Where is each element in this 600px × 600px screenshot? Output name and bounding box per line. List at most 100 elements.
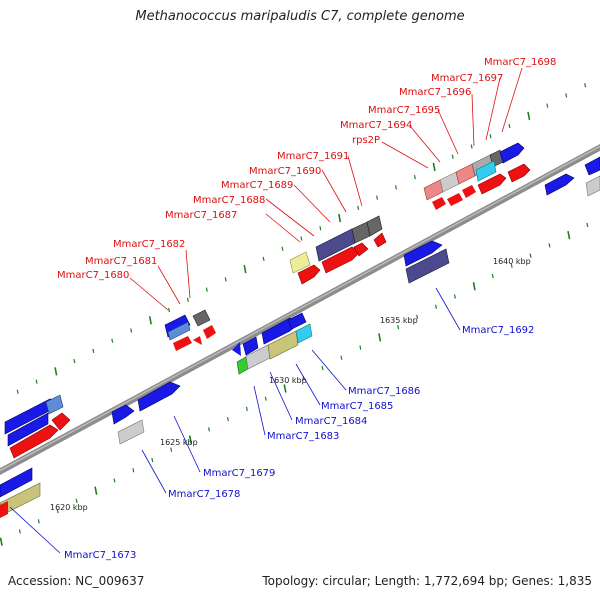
gene-red-1688[interactable]: [297, 264, 321, 285]
gene-blue-arrow-1683[interactable]: [232, 342, 241, 356]
scale-tick: [397, 325, 400, 330]
scale-tick: [321, 365, 324, 371]
scale-tick: [394, 185, 397, 190]
gene-blue-left-2[interactable]: [7, 412, 49, 447]
gene-khaki-1687[interactable]: [289, 251, 311, 274]
label-mmarc7-1691: MmarC7_1691: [277, 151, 349, 162]
scale-tick: [243, 264, 247, 274]
gene-pink-1695[interactable]: [455, 163, 476, 185]
genome-summary-text: Topology: circular; Length: 1,772,694 bp…: [262, 574, 592, 588]
scale-tick: [170, 447, 173, 452]
scale-tick: [378, 333, 382, 342]
gene-blue-1684[interactable]: [242, 336, 259, 356]
scale-tick: [186, 297, 189, 302]
scale-tick: [205, 287, 208, 292]
scale-tick: [94, 486, 98, 495]
scale-tick: [584, 83, 587, 88]
gene-red-small-3[interactable]: [373, 232, 387, 248]
gene-darkslate-1692[interactable]: [405, 248, 450, 284]
label-mmarc7-1684: MmarC7_1684: [295, 416, 367, 427]
scale-label-1635: 1635 kbp: [380, 316, 418, 325]
scale-tick: [567, 231, 571, 240]
label-mmarc7-1689: MmarC7_1689: [221, 180, 293, 191]
scale-tick: [281, 246, 284, 251]
scale-tick: [18, 529, 21, 534]
gene-red-1696[interactable]: [477, 173, 507, 195]
scale-tick: [113, 478, 116, 483]
scale-tick: [224, 277, 227, 282]
scale-tick: [283, 384, 287, 393]
scale-tick: [527, 111, 531, 120]
gene-khaki-left[interactable]: [0, 482, 41, 517]
scale-tick: [357, 205, 360, 210]
gene-khaki-1685[interactable]: [267, 330, 299, 360]
scale-tick: [111, 338, 114, 343]
scale-tick: [548, 243, 551, 248]
scale-tick: [264, 396, 267, 401]
scale-tick: [435, 304, 438, 309]
gene-blue-1692[interactable]: [403, 240, 443, 267]
scale-tick: [300, 236, 303, 241]
scale-tick: [37, 519, 40, 524]
scale-tick: [508, 123, 511, 129]
scale-tick: [54, 367, 58, 376]
scale-tick: [359, 345, 362, 350]
label-mmarc7-1686: MmarC7_1686: [348, 386, 420, 397]
scale-tick: [586, 222, 589, 228]
scale-label-1625: 1625 kbp: [160, 438, 198, 447]
gene-red-rps2P[interactable]: [432, 197, 446, 210]
label-mmarc7-1692: MmarC7_1692: [462, 325, 534, 336]
gene-lightgrey-right-edge[interactable]: [585, 175, 600, 197]
gene-red-small-1[interactable]: [193, 336, 202, 345]
label-mmarc7-1680: MmarC7_1680: [57, 270, 129, 281]
label-mmarc7-1698: MmarC7_1698: [484, 57, 556, 68]
gene-mmarc7-1673[interactable]: [0, 467, 33, 498]
gene-blue-1698[interactable]: [499, 142, 525, 164]
label-mmarc7-1679: MmarC7_1679: [203, 468, 275, 479]
scale-tick: [208, 427, 211, 432]
gene-red-left-1[interactable]: [9, 424, 59, 459]
gene-cyan-1697[interactable]: [475, 160, 497, 182]
gene-red-1689[interactable]: [321, 246, 361, 274]
scale-tick: [319, 226, 322, 231]
gene-lightblue-left[interactable]: [45, 394, 64, 415]
gene-red-small-2[interactable]: [203, 325, 216, 339]
gene-grey-1691b[interactable]: [366, 215, 383, 237]
scale-tick: [416, 314, 419, 320]
gene-blue-1686[interactable]: [287, 312, 307, 330]
gene-red-1698[interactable]: [507, 163, 531, 183]
label-mmarc7-1685: MmarC7_1685: [321, 401, 393, 412]
scale-tick: [510, 263, 513, 268]
gene-red-1695[interactable]: [462, 185, 476, 198]
scale-tick: [168, 307, 170, 313]
gene-grey-1691a[interactable]: [351, 221, 371, 244]
gene-red-1680[interactable]: [173, 336, 192, 351]
gene-red-left-2[interactable]: [51, 412, 71, 431]
scale-tick: [75, 498, 78, 504]
gene-lightgrey-1678[interactable]: [117, 419, 145, 445]
gene-blue-right-edge[interactable]: [584, 156, 600, 176]
gene-cyan-1686[interactable]: [295, 323, 313, 344]
label-mmarc7-1695: MmarC7_1695: [368, 105, 440, 116]
gene-blue-1678-top[interactable]: [111, 404, 135, 425]
scale-tick: [188, 435, 192, 444]
gene-lightgrey-1694[interactable]: [439, 171, 460, 193]
gene-pink-rps2P[interactable]: [423, 179, 444, 201]
scale-label-1640: 1640 kbp: [493, 257, 531, 266]
label-mmarc7-1683: MmarC7_1683: [267, 431, 339, 442]
scale-tick: [470, 144, 473, 149]
scale-label-1620: 1620 kbp: [50, 503, 88, 512]
accession-text: Accession: NC_009637: [8, 574, 145, 588]
scale-tick: [56, 508, 59, 514]
gene-grey-1682[interactable]: [192, 309, 211, 327]
scale-tick: [451, 154, 454, 159]
scale-tick: [491, 273, 494, 279]
gene-blue-right[interactable]: [544, 173, 575, 196]
gene-red-left-edge[interactable]: [0, 501, 8, 518]
genome-backbone: [0, 143, 600, 476]
scale-tick: [151, 457, 154, 463]
gene-blue-large-1679[interactable]: [137, 381, 181, 412]
gene-red-1689b[interactable]: [353, 242, 369, 257]
gene-lightblue-1681[interactable]: [167, 321, 191, 341]
gene-red-1694[interactable]: [447, 193, 463, 206]
